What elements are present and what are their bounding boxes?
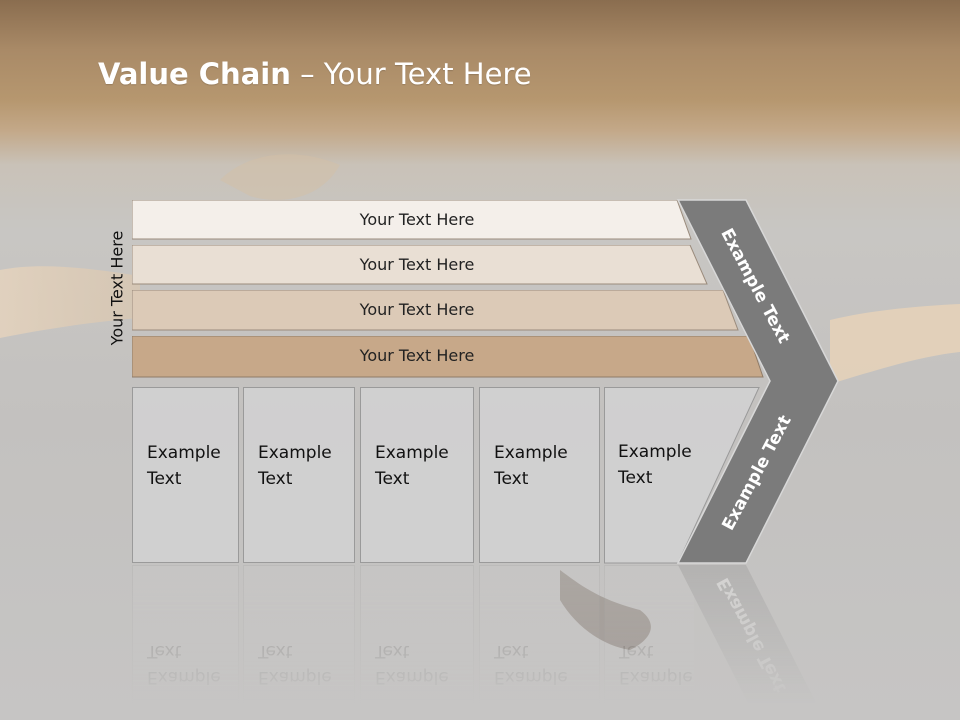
reflection-column-1: Example Text bbox=[132, 565, 239, 720]
support-band-2-label: Your Text Here bbox=[359, 255, 475, 274]
support-band-1: Your Text Here bbox=[132, 200, 742, 240]
primary-column-4: Example Text bbox=[479, 387, 600, 563]
reflection-column-2: Example Text bbox=[243, 565, 355, 720]
primary-column-1: Example Text bbox=[132, 387, 239, 563]
primary-column-3: Example Text bbox=[360, 387, 474, 563]
support-band-1-label: Your Text Here bbox=[359, 210, 475, 229]
primary-column-3-label: Example Text bbox=[375, 443, 449, 489]
support-band-4-label: Your Text Here bbox=[359, 346, 475, 365]
support-band-3-label: Your Text Here bbox=[359, 300, 475, 319]
reflection-column-3: Example Text bbox=[360, 565, 474, 720]
reflection-column-5: Example Text bbox=[604, 565, 694, 720]
support-band-4: Your Text Here bbox=[132, 336, 772, 378]
primary-column-4-label: Example Text bbox=[494, 443, 568, 489]
reflection-column-4: Example Text bbox=[479, 565, 600, 720]
primary-column-2-label: Example Text bbox=[258, 443, 332, 489]
support-band-2: Your Text Here bbox=[132, 245, 742, 285]
support-band-3: Your Text Here bbox=[132, 290, 742, 331]
slide-title: Value Chain – Your Text Here bbox=[98, 54, 532, 94]
primary-column-1-label: Example Text bbox=[147, 443, 221, 489]
reflection: Example Text Example Text Example Text E… bbox=[0, 565, 960, 720]
primary-column-2: Example Text bbox=[243, 387, 355, 563]
primary-column-5-label: Example Text bbox=[618, 442, 692, 488]
title-bold: Value Chain bbox=[98, 57, 291, 91]
reflection-chevron bbox=[678, 565, 825, 720]
title-rest: – Your Text Here bbox=[290, 57, 532, 91]
